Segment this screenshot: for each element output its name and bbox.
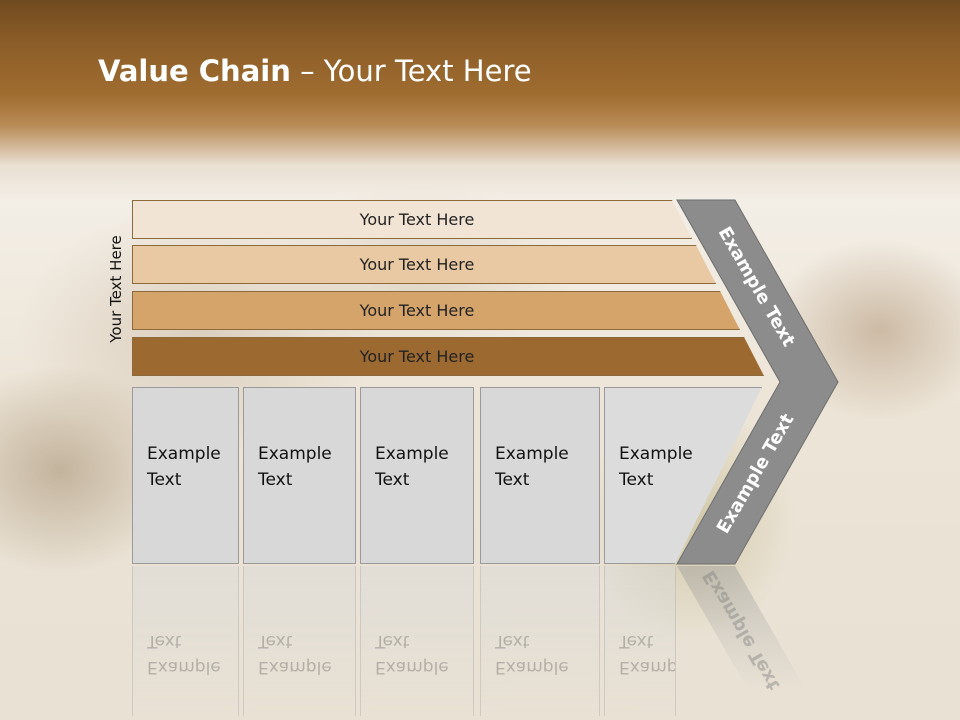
box-3-reflection: Example Text xyxy=(360,566,474,716)
box-1-reflection: Example Text xyxy=(132,566,239,716)
slide-title: Value Chain – Your Text Here xyxy=(98,54,532,88)
bar-2-label: Your Text Here xyxy=(359,255,475,274)
box-1[interactable]: Example Text xyxy=(132,387,239,564)
box-3[interactable]: Example Text xyxy=(360,387,474,564)
box-4[interactable]: Example Text xyxy=(480,387,600,564)
box-2-text: Example Text xyxy=(258,444,332,490)
box-5-reflection: Example Text xyxy=(604,566,676,716)
bar-3[interactable]: Your Text Here xyxy=(132,291,740,330)
box-1-text: Example Text xyxy=(147,444,221,490)
bar-4-label: Your Text Here xyxy=(359,347,475,366)
box-2-reflection: Example Text xyxy=(243,566,356,716)
chevron-reflection xyxy=(677,566,806,690)
bar-2[interactable]: Your Text Here xyxy=(132,245,716,284)
bar-1-label: Your Text Here xyxy=(359,210,475,229)
box-3-text: Example Text xyxy=(375,444,449,490)
box-2[interactable]: Example Text xyxy=(243,387,356,564)
title-bold: Value Chain xyxy=(98,54,291,88)
box-4-text: Example Text xyxy=(495,444,569,490)
box-5-text: Example Text xyxy=(619,444,693,490)
title-rest: – Your Text Here xyxy=(290,54,532,88)
bar-4[interactable]: Your Text Here xyxy=(132,337,764,376)
bar-3-label: Your Text Here xyxy=(359,301,475,320)
box-4-reflection: Example Text xyxy=(480,566,600,716)
chevron-shape xyxy=(676,199,839,565)
